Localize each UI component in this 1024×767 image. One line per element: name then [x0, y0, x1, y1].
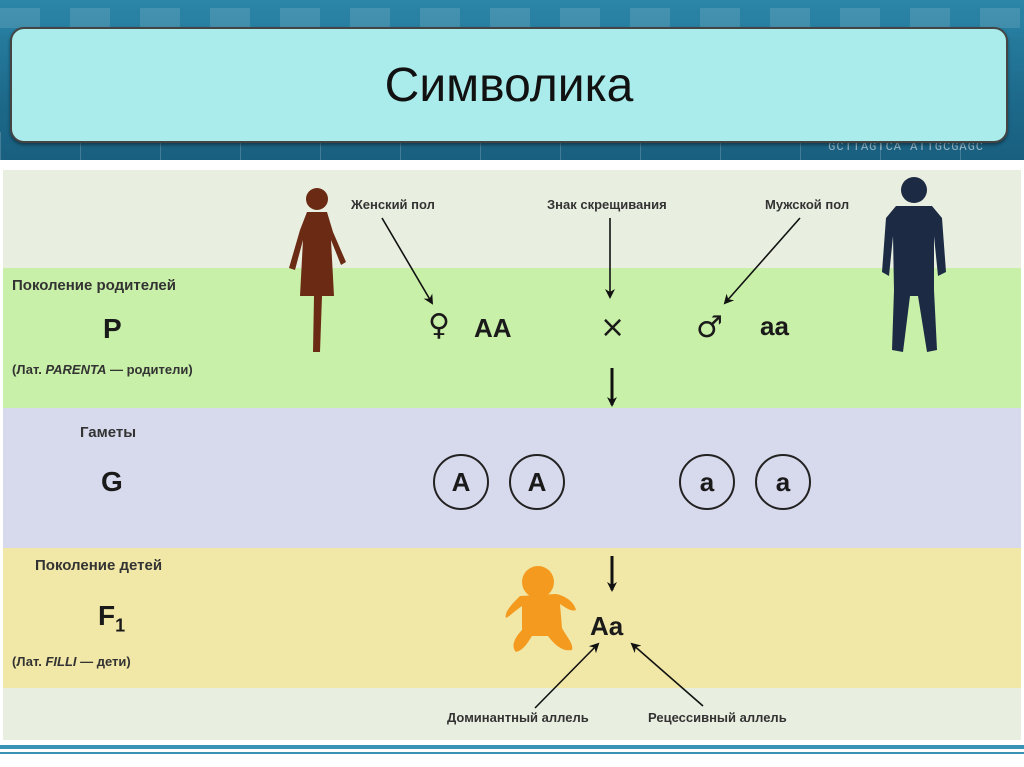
children-band — [3, 548, 1021, 688]
recessive-annotation: Рецессивный аллель — [648, 710, 787, 725]
male-sign-icon: ♂ — [696, 310, 723, 345]
page-title: Символика — [384, 58, 634, 112]
parents-label: Поколение родителей — [12, 277, 176, 294]
cross-sign-icon: × — [600, 310, 626, 345]
gamete-circle: a — [679, 454, 735, 510]
dna-sequence-text: GCTTAGTCA ATTGCGAGC — [828, 140, 984, 154]
offspring-genotype: Aa — [590, 611, 624, 641]
female-annotation: Женский пол — [351, 197, 435, 212]
parents-note-suffix: — родители) — [106, 362, 193, 377]
male-pointer-arrow — [723, 217, 801, 305]
annotation-band — [3, 170, 1021, 268]
male-silhouette-icon — [882, 177, 946, 352]
parents-symbol: P — [103, 313, 122, 344]
parents-note-term: PARENTA — [45, 362, 107, 377]
children-label: Поколение детей — [35, 557, 163, 574]
gametes-label: Гаметы — [80, 424, 137, 441]
bottom-divider — [0, 745, 1024, 749]
dominant-pointer-arrow — [534, 642, 600, 709]
dna-decoration — [0, 8, 1024, 28]
female-pointer-arrow — [381, 217, 434, 305]
children-symbol-letter: F — [98, 600, 116, 631]
gamete-circle: A — [433, 454, 489, 510]
gamete-circle: a — [755, 454, 811, 510]
children-note-term: FILLI — [45, 654, 77, 669]
parents-note: (Лат. PARENTA — родители) — [12, 362, 193, 377]
title-box: Символика — [10, 27, 1008, 143]
female-silhouette-icon — [289, 188, 346, 352]
recessive-pointer-arrow — [630, 642, 704, 707]
parents-band — [3, 268, 1021, 408]
children-note-suffix: — дети) — [76, 654, 131, 669]
children-symbol-sub: 1 — [115, 615, 126, 636]
dominant-annotation: Доминантный аллель — [447, 710, 589, 725]
female-sign-icon: ♀ — [428, 308, 450, 343]
gametes-symbol: G — [101, 466, 123, 497]
children-note-prefix: (Лат. — [12, 654, 46, 669]
bottom-divider-thin — [0, 752, 1024, 754]
baby-silhouette-icon — [505, 566, 576, 652]
cross-annotation: Знак скрещивания — [547, 197, 667, 212]
children-note: (Лат. FILLI — дети) — [12, 654, 131, 669]
children-symbol: F1 — [98, 600, 125, 637]
gamete-circle: A — [509, 454, 565, 510]
male-genotype: aa — [760, 311, 789, 341]
allele-band — [3, 688, 1021, 740]
female-genotype: AA — [474, 313, 512, 343]
parents-note-prefix: (Лат. — [12, 362, 46, 377]
male-annotation: Мужской пол — [765, 197, 850, 212]
